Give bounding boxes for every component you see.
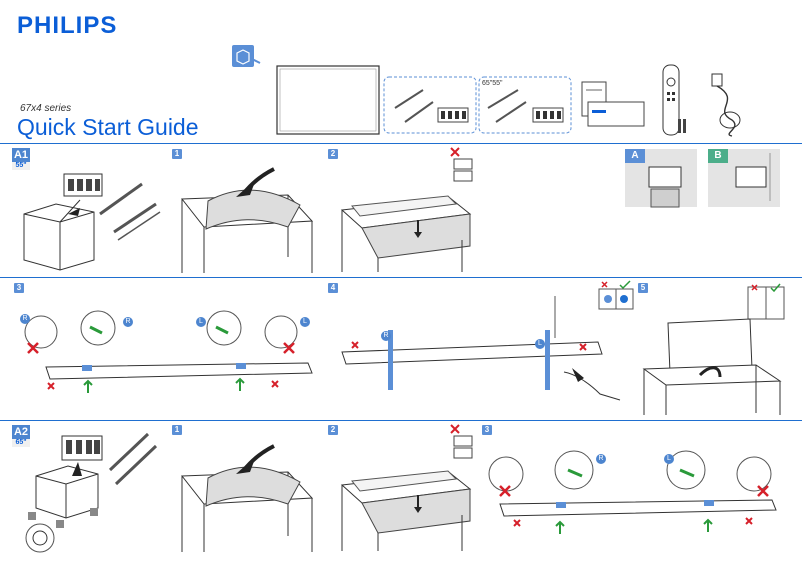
step1-lay-tv-65-illustration (181, 444, 314, 552)
marker-r-row3: R (596, 454, 606, 464)
row2-step-3: 3 (14, 283, 24, 293)
step3-attach-stands-65-illustration (488, 450, 777, 534)
step1-lay-tv-illustration (181, 167, 314, 273)
mount-option-a-illustration (625, 149, 697, 208)
manuals-icon (581, 81, 645, 127)
tv-panel-icon (276, 65, 380, 135)
row3-step-1: 1 (172, 425, 182, 435)
marker-l-row3: L (664, 454, 674, 464)
marker-l: L (196, 317, 206, 327)
row3-step-3: 3 (482, 425, 492, 435)
mount-option-a-label: A (625, 149, 645, 163)
screw-type-icon (598, 280, 634, 310)
marker-l-step4: L (535, 339, 545, 349)
marker-r-step4: R (381, 331, 391, 341)
step2-tv-facedown-illustration (340, 195, 472, 272)
row2-step-5: 5 (638, 283, 648, 293)
mount-option-b-label: B (708, 149, 728, 163)
unboxing-55-illustration (23, 173, 161, 271)
divider-2 (0, 277, 802, 278)
row2-step-4: 4 (328, 283, 338, 293)
section-a1-size: 55" (12, 162, 30, 170)
section-a1-badge: A1 (12, 148, 30, 162)
step5-stand-tv-illustration (642, 283, 785, 415)
step4-screw-stands-illustration (341, 296, 621, 401)
divider-3 (0, 420, 802, 421)
step3-attach-stands-illustration (24, 310, 313, 393)
section-a2-badge: A2 (12, 425, 30, 439)
section-a2-size: 65" (12, 439, 30, 447)
stand-kit-65-icon (478, 76, 572, 134)
page-title: Quick Start Guide (17, 114, 199, 140)
row1-step-2: 2 (328, 149, 338, 159)
row3-step-2: 2 (328, 425, 338, 435)
remote-control-icon (662, 64, 686, 136)
no-cloth-warning-icon (450, 147, 473, 182)
size-label-65-55: 65"55" (482, 80, 503, 87)
marker-r-left: R (20, 314, 30, 324)
unboxing-65-illustration (25, 432, 158, 553)
marker-l-right: L (300, 317, 310, 327)
power-cord-icon (711, 73, 741, 137)
marker-r: R (123, 317, 133, 327)
series-label: 67x4 series (20, 103, 72, 114)
brand-logo: PHILIPS (17, 12, 118, 39)
row1-step-1: 1 (172, 149, 182, 159)
no-cloth-warning-65-icon (450, 424, 473, 459)
divider-1 (0, 143, 802, 144)
step2-tv-facedown-65-illustration (340, 470, 472, 551)
box-icon (232, 45, 261, 67)
stand-kit-55-icon (383, 76, 477, 134)
